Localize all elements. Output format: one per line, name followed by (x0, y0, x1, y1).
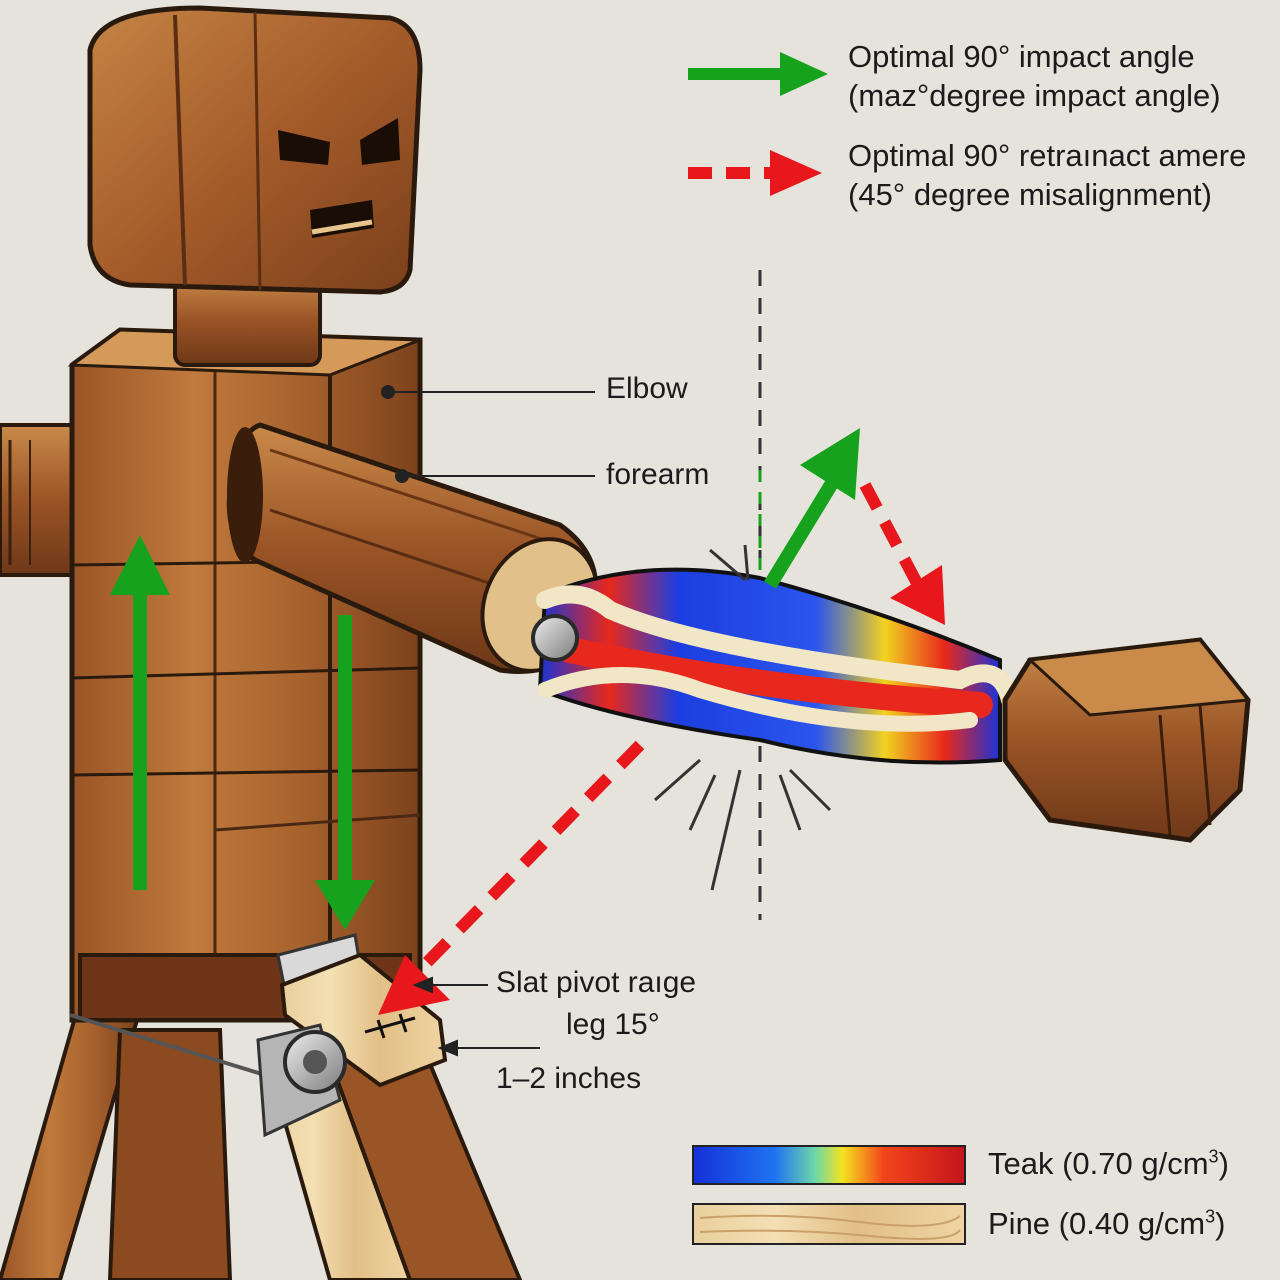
teak-swatch (692, 1145, 966, 1185)
callout-forearm: forearm (606, 458, 710, 491)
slat-pivot (256, 933, 448, 1138)
legend-solid-line2: (maz°degree impact angle) (848, 78, 1221, 113)
material-teak-label: Teak (0.70 g/cm3) (988, 1146, 1229, 1181)
human-arm (531, 567, 1019, 765)
elbow-bolt (531, 614, 579, 662)
legend-arrows (688, 52, 828, 196)
callout-leaders (381, 385, 595, 1057)
callout-slat-pivot: Slat pivot raıge (496, 966, 697, 999)
callout-leg-angle: leg 15° (566, 1008, 660, 1041)
wooden-fist (1002, 637, 1251, 843)
callout-gap: 1–2 inches (496, 1062, 642, 1095)
legend-dashed-line1: Optimal 90° retraınact amere (848, 138, 1247, 173)
material-pine-label: Pine (0.40 g/cm3) (988, 1206, 1226, 1241)
legend-solid-line1: Optimal 90° impact angle (848, 39, 1195, 74)
legend-dashed-line2: (45° degree misalignment) (848, 177, 1212, 212)
impact-burst (654, 544, 832, 891)
green-arrows (110, 428, 860, 930)
pine-swatch (692, 1203, 966, 1245)
head (87, 5, 423, 295)
eye-left (278, 130, 330, 165)
callout-elbow: Elbow (606, 372, 688, 405)
eye-right (360, 118, 400, 165)
